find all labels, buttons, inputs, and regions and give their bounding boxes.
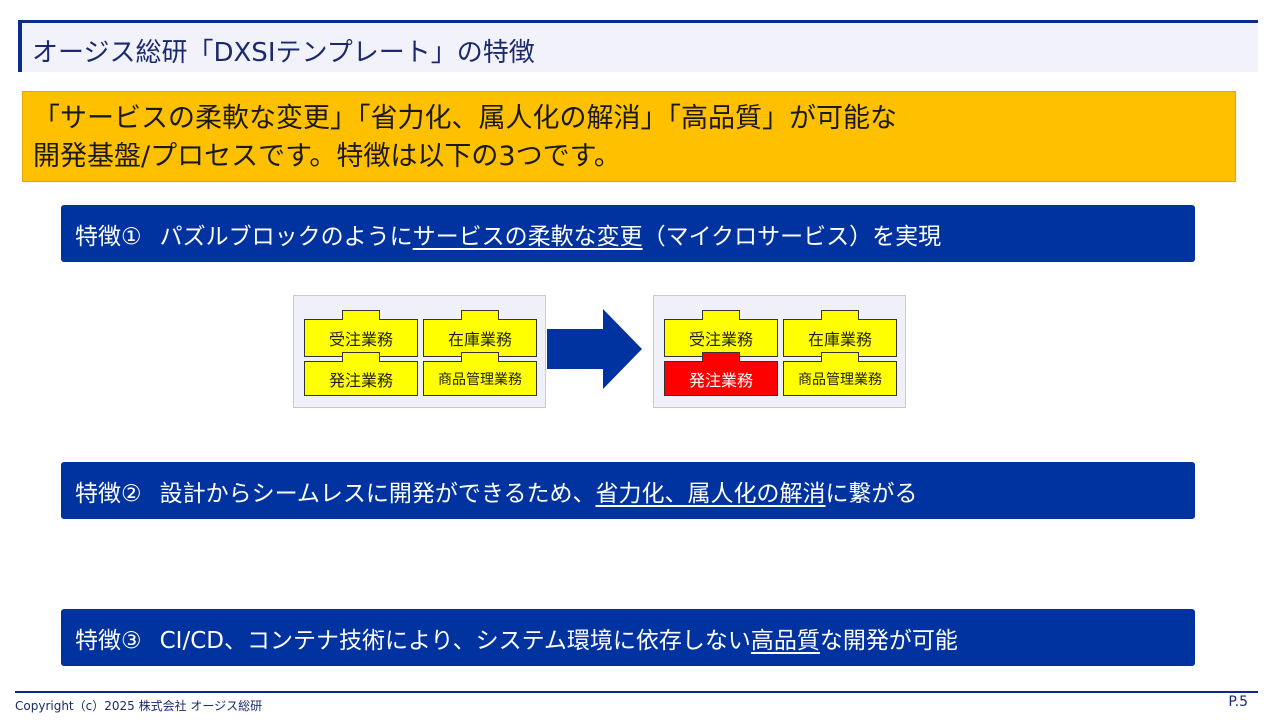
block-label: 商品管理業務	[798, 371, 882, 388]
block-label: 在庫業務	[807, 330, 872, 349]
summary-line-2: 開発基盤/プロセスです。特徴は以下の3つです。	[33, 141, 621, 172]
block-tab	[461, 352, 499, 362]
right-arrow-icon	[547, 309, 642, 389]
diagram-after-panel: 受注業務 在庫業務 発注業務 商品管理業務	[653, 295, 906, 408]
page-number: P.5	[1228, 694, 1248, 710]
block-shohin-before: 商品管理業務	[423, 352, 537, 396]
block-juchu-after: 受注業務	[664, 310, 778, 357]
block-zaiko-after: 在庫業務	[783, 310, 897, 357]
page-title: オージス総研「DXSIテンプレート」の特徴	[32, 38, 535, 68]
block-tab	[342, 352, 380, 362]
block-tab	[821, 310, 859, 320]
block-tab	[702, 310, 740, 320]
block-juchu-before: 受注業務	[304, 310, 418, 357]
feature-1-text-pre: パズルブロックのように	[159, 223, 413, 250]
block-label: 在庫業務	[447, 330, 512, 349]
copyright: Copyright（c）2025 株式会社 オージス総研	[15, 699, 263, 713]
block-tab	[702, 352, 740, 362]
block-shohin-after: 商品管理業務	[783, 352, 897, 396]
feature-1-text-post: （マイクロサービス）を実現	[642, 223, 942, 250]
block-label: 商品管理業務	[438, 371, 522, 388]
summary-line-1: 「サービスの柔軟な変更」「省力化、属人化の解消」「高品質」が可能な	[33, 103, 897, 134]
block-hacchu-after-changed: 発注業務	[664, 352, 778, 396]
block-label: 発注業務	[688, 370, 753, 390]
block-label: 発注業務	[328, 370, 393, 390]
feature-1-banner: 特徴① パズルブロックのように サービスの柔軟な変更 （マイクロサービス）を実現	[61, 205, 1195, 262]
feature-3-number: 特徴③	[75, 627, 142, 654]
block-tab	[821, 352, 859, 362]
footer-divider	[15, 691, 1258, 693]
feature-3-highlight: 高品質	[750, 627, 820, 654]
block-tab	[342, 310, 380, 320]
feature-2-banner: 特徴② 設計からシームレスに開発ができるため、 省力化、属人化の解消 に繋がる	[61, 462, 1195, 519]
diagram-before-panel: 受注業務 在庫業務 発注業務 商品管理業務	[293, 295, 546, 408]
block-tab	[461, 310, 499, 320]
block-hacchu-before: 発注業務	[304, 352, 418, 396]
feature-1-highlight: サービスの柔軟な変更	[412, 223, 643, 250]
title-bar: オージス総研「DXSIテンプレート」の特徴	[18, 20, 1258, 72]
block-label: 受注業務	[688, 330, 753, 349]
feature-1-number: 特徴①	[75, 223, 142, 250]
feature-3-text-pre: CI/CD、コンテナ技術により、システム環境に依存しない	[159, 627, 751, 654]
feature-2-text-post: に繋がる	[825, 480, 918, 507]
block-label: 受注業務	[328, 330, 393, 349]
feature-3-banner: 特徴③ CI/CD、コンテナ技術により、システム環境に依存しない 高品質 な開発…	[61, 609, 1195, 666]
feature-3-text-post: な開発が可能	[819, 627, 958, 654]
feature-2-text-pre: 設計からシームレスに開発ができるため、	[159, 480, 596, 507]
feature-2-highlight: 省力化、属人化の解消	[595, 480, 826, 507]
summary-box: 「サービスの柔軟な変更」「省力化、属人化の解消」「高品質」が可能な 開発基盤/プ…	[22, 91, 1236, 182]
feature-2-number: 特徴②	[75, 480, 142, 507]
